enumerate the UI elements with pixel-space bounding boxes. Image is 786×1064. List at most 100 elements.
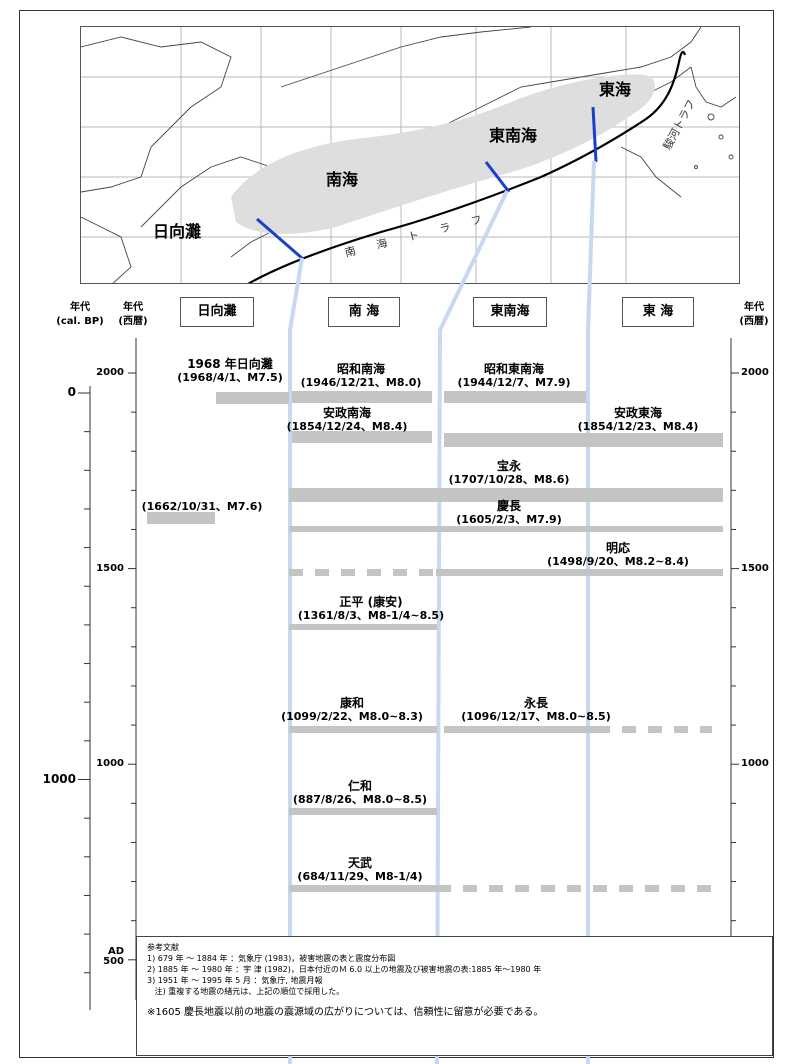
earthquake-name: 慶長 <box>496 499 522 513</box>
earthquake-date-magnitude: (1707/10/28、M8.6) <box>448 473 570 486</box>
ad-right-axis-title-text: 年代 <box>744 302 764 313</box>
calbp-axis-unit: (cal. BP) <box>56 316 104 327</box>
reference-note-1: 注) 重複する地震の緒元は、上記の順位で採用した。 <box>147 987 345 996</box>
earthquake-name: 宝永 <box>496 459 522 473</box>
earthquake-name: 安政南海 <box>322 406 372 420</box>
rupture-bar-showa_nankai <box>292 391 432 403</box>
ad-left-tick-label: AD <box>107 945 124 957</box>
earthquake-name: 仁和 <box>347 779 372 793</box>
ad-left-tick-label: 500 <box>103 955 124 967</box>
calbp-tick-label: 0 <box>67 385 76 399</box>
earthquake-name: 昭和東南海 <box>483 362 545 376</box>
source-area-shape <box>231 74 656 234</box>
header-hyuganada: 日向灘 <box>180 297 254 327</box>
rupture-bar-ansei_tokai <box>444 433 723 447</box>
map-grid <box>81 27 739 283</box>
rupture-bar-ninna <box>289 808 437 815</box>
earthquake-name: 明応 <box>605 541 630 555</box>
earthquake-date-magnitude: (1498/9/20、M8.2~8.4) <box>547 555 689 568</box>
earthquake-label-tenmu: 天武(684/11/29、M8-1/4) <box>297 856 422 884</box>
earthquake-name: 安政東海 <box>613 406 663 420</box>
map-label-nankai: 南海 <box>326 170 359 189</box>
rupture-bar-hyuga1968 <box>216 392 289 404</box>
ad-left-axis-title: 年代 (西暦) <box>113 301 153 329</box>
earthquake-name: 康和 <box>339 696 364 710</box>
references-box: 参考文献 1) 679 年 ～ 1884 年 ：気象庁 (1983)，被害地震の… <box>136 936 773 1056</box>
earthquake-date-magnitude: (1361/8/3、M8-1/4~8.5) <box>297 609 445 622</box>
rupture-bar-keicho <box>289 526 723 532</box>
rupture-bar-meio <box>436 569 723 576</box>
rupture-bar-ansei_nankai <box>292 431 432 443</box>
earthquake-label-hyuga1968: 1968 年日向灘(1968/4/1、M7.5) <box>177 357 282 385</box>
calbp-axis-title-text: 年代 <box>70 302 90 313</box>
ad-right-tick-label: 1000 <box>741 758 769 770</box>
earthquake-name: 1968 年日向灘 <box>187 357 273 371</box>
earthquake-label-ninna: 仁和(887/8/26、M8.0~8.5) <box>293 779 427 807</box>
earthquake-name: 永長 <box>523 696 548 710</box>
map-graphic <box>81 27 739 283</box>
ad-right-axis-title: 年代 (西暦) <box>734 301 774 329</box>
earthquake-date-magnitude: (1854/12/24、M8.4) <box>286 420 408 433</box>
earthquake-date-magnitude: (887/8/26、M8.0~8.5) <box>292 793 428 806</box>
reliability-note: ※1605 慶長地震以前の地震の震源域の広がりについては、信頼性に留意が必要であ… <box>147 1007 544 1018</box>
earthquake-date-magnitude: (1968/4/1、M7.5) <box>177 371 283 384</box>
rupture-bar-showa_tonankai <box>444 391 586 403</box>
rupture-bar-tenmu <box>289 885 437 892</box>
earthquake-date-magnitude: (1096/12/17、M8.0~8.5) <box>461 710 611 723</box>
earthquake-label-showa_tonankai: 昭和東南海(1944/12/7、M7.9) <box>457 362 570 390</box>
calbp-tick-label: 1000 <box>42 771 76 786</box>
rupture-bar-hyuga1662 <box>147 512 215 524</box>
rupture-bar-kowa <box>289 726 437 733</box>
figure-frame <box>19 10 774 1058</box>
source-region-map: 日向灘 南海 東南海 東海 南 海 ト ラ フ 駿河トラフ <box>80 26 740 284</box>
earthquake-date-magnitude: (1946/12/21、M8.0) <box>300 376 422 389</box>
map-label-tonankai: 東南海 <box>489 126 538 145</box>
earthquake-label-meio: 明応(1498/9/20、M8.2~8.4) <box>547 541 689 569</box>
earthquake-date-magnitude: (684/11/29、M8-1/4) <box>297 870 423 883</box>
segment-boundaries <box>256 106 598 261</box>
map-label-tokai: 東海 <box>599 80 632 99</box>
header-tokai: 東 海 <box>622 297 694 327</box>
ad-left-tick-label: 1500 <box>96 562 124 574</box>
earthquake-label-kowa: 康和(1099/2/22、M8.0~8.3) <box>281 696 423 724</box>
earthquake-label-eicho: 永長(1096/12/17、M8.0~8.5) <box>461 696 610 724</box>
header-tonankai: 東南海 <box>473 297 547 327</box>
ad-left-axis-title-text: 年代 <box>123 302 143 313</box>
earthquake-name: 正平 (康安) <box>339 595 403 609</box>
earthquake-label-ansei_nankai: 安政南海(1854/12/24、M8.4) <box>287 406 408 434</box>
rupture-bar-shohei <box>289 624 437 630</box>
ad-right-axis-unit: (西暦) <box>739 316 769 327</box>
header-nankai: 南 海 <box>328 297 400 327</box>
calbp-axis-title: 年代 (cal. BP) <box>50 301 110 329</box>
ad-right-tick-label: 2000 <box>741 367 769 378</box>
earthquake-date-magnitude: (1854/12/23、M8.4) <box>577 420 699 433</box>
reference-item-2: 2) 1885 年 ～ 1980 年 ：宇 津 (1982)，日本付近のＭ 6.… <box>147 965 542 974</box>
column-line-nankai-west <box>288 257 304 1064</box>
earthquake-label-hoei: 宝永(1707/10/28、M8.6) <box>449 459 570 487</box>
map-label-hyuganada: 日向灘 <box>153 222 202 241</box>
earthquake-date-magnitude: (1605/2/3、M7.9) <box>456 513 562 526</box>
ad-left-axis-unit: (西暦) <box>118 316 148 327</box>
reference-item-3: 3) 1951 年 ～ 1995 年 5 月 ：気象庁, 地震月報 <box>147 976 323 985</box>
earthquake-label-shohei: 正平 (康安)(1361/8/3、M8-1/4~8.5) <box>298 595 444 623</box>
earthquake-date-magnitude: (1944/12/7、M7.9) <box>457 376 571 389</box>
column-line-tonankai-east <box>586 160 596 1064</box>
ad-right-tick-label: 1500 <box>741 562 769 574</box>
trough-line <box>247 50 687 283</box>
ad-left-tick-label: 1000 <box>96 758 124 770</box>
earthquake-date-magnitude: (1099/2/22、M8.0~8.3) <box>281 710 423 723</box>
rupture-bar-hoei <box>289 488 723 502</box>
rupture-bar-eicho <box>444 726 596 733</box>
earthquake-date-magnitude: (1662/10/31、M7.6) <box>141 500 263 513</box>
earthquake-name: 天武 <box>347 856 373 870</box>
references-heading: 参考文献 <box>147 943 179 952</box>
column-line-nankai-east <box>435 190 509 1064</box>
earthquake-label-ansei_tokai: 安政東海(1854/12/23、M8.4) <box>578 406 699 434</box>
earthquake-label-showa_nankai: 昭和南海(1946/12/21、M8.0) <box>301 362 422 390</box>
earthquake-label-hyuga1662: (1662/10/31、M7.6) <box>142 500 263 514</box>
reference-item-1: 1) 679 年 ～ 1884 年 ：気象庁 (1983)，被害地震の表と震度分… <box>147 954 396 963</box>
ad-left-tick-label: 2000 <box>96 367 124 378</box>
